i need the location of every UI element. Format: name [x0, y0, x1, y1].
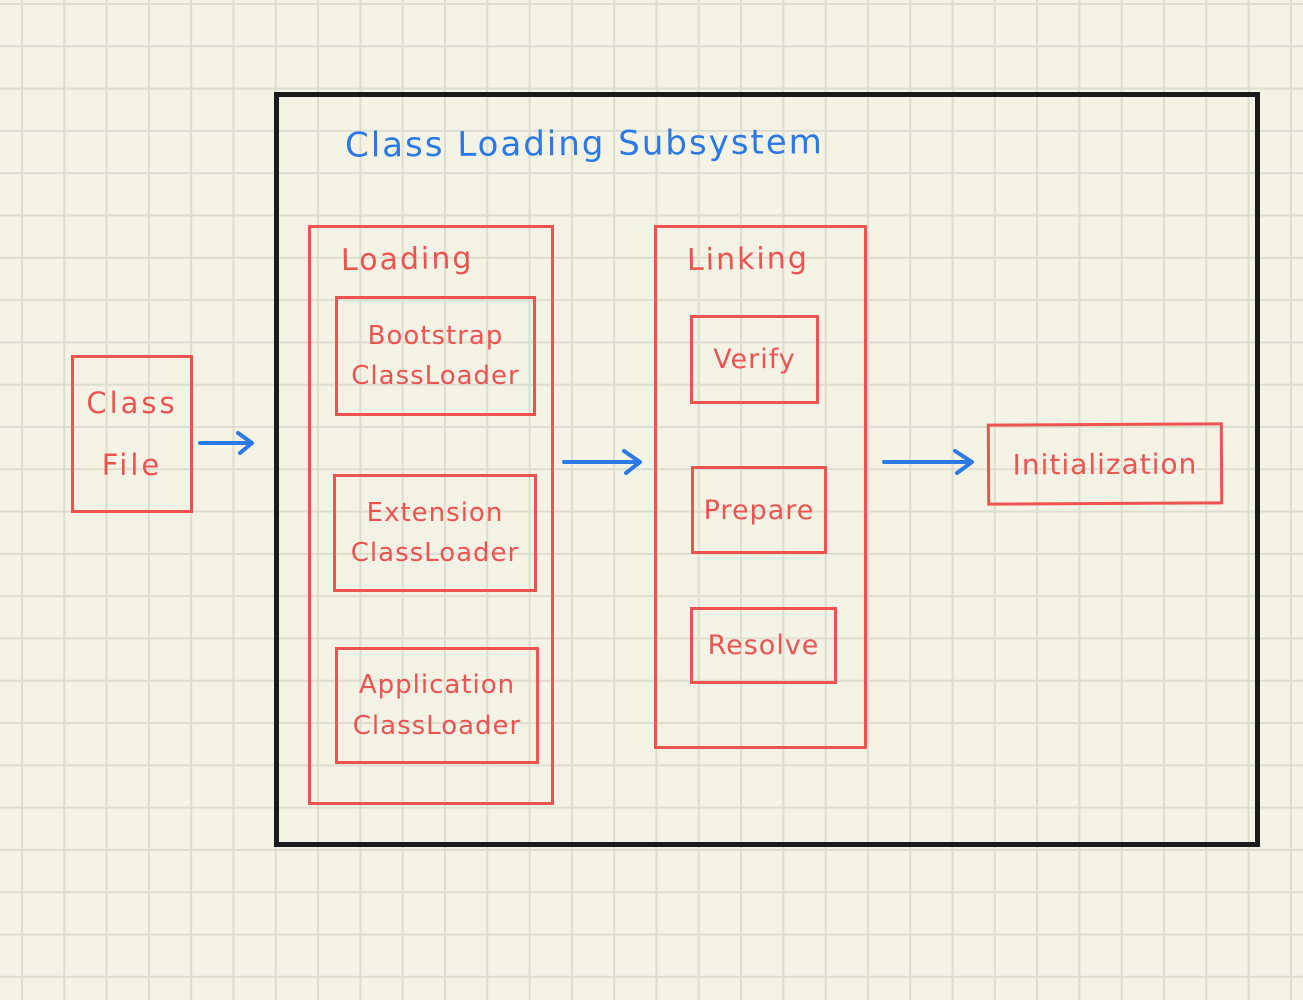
verify-label: Verify [713, 344, 796, 375]
resolve-label: Resolve [707, 630, 820, 661]
prepare-label: Prepare [703, 494, 815, 526]
class-file-line1: Class [86, 386, 178, 420]
loading-group-label: Loading [340, 240, 474, 279]
linking-group: Linking Verify Prepare Resolve [654, 225, 867, 749]
class-file-node: Class File [71, 355, 193, 513]
extension-classloader-node: Extension ClassLoader [333, 474, 537, 592]
extension-line1: Extension [366, 497, 504, 528]
bootstrap-line1: Bootstrap [367, 320, 504, 351]
diagram-title: Class Loading Subsystem [344, 122, 824, 166]
arrow-right-icon [562, 449, 642, 475]
class-file-line2: File [101, 448, 163, 482]
initialization-node: Initialization [986, 422, 1224, 506]
arrow-right-icon [198, 431, 254, 455]
initialization-label: Initialization [1012, 447, 1198, 481]
bootstrap-line2: ClassLoader [351, 361, 520, 391]
application-classloader-node: Application ClassLoader [335, 647, 539, 764]
class-loading-subsystem-boundary [274, 92, 1260, 847]
application-line2: ClassLoader [352, 710, 522, 741]
application-line1: Application [358, 670, 516, 701]
linking-group-label: Linking [686, 240, 810, 279]
extension-line2: ClassLoader [350, 538, 520, 568]
bootstrap-classloader-node: Bootstrap ClassLoader [335, 296, 536, 416]
verify-step-node: Verify [690, 315, 819, 404]
resolve-step-node: Resolve [690, 607, 837, 684]
loading-group: Loading Bootstrap ClassLoader Extension … [308, 225, 554, 805]
prepare-step-node: Prepare [691, 466, 827, 554]
arrow-right-icon [882, 449, 974, 475]
